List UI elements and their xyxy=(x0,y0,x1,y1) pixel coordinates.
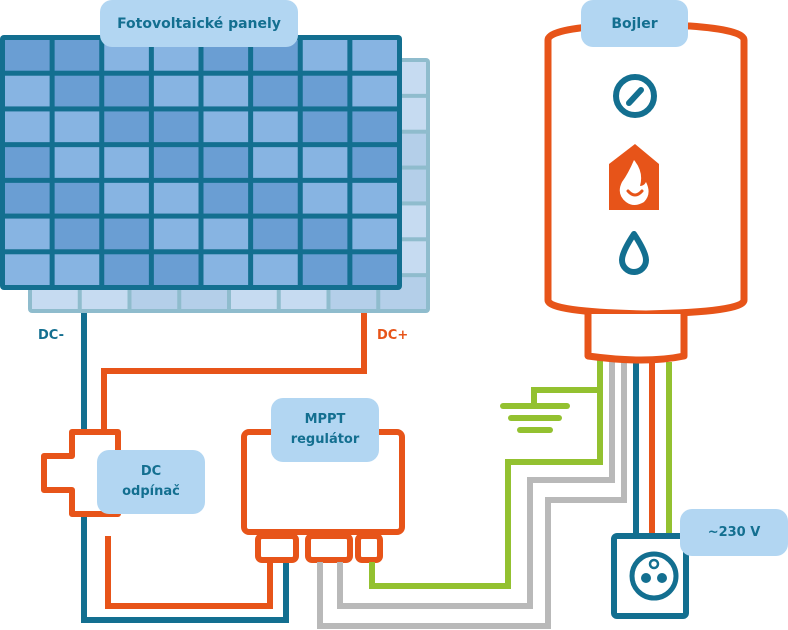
panel-cell xyxy=(352,75,397,107)
panel-cell xyxy=(153,182,199,214)
panel-cell xyxy=(54,111,100,143)
ground-symbol-icon xyxy=(500,403,570,433)
boiler-connector xyxy=(584,314,688,364)
dc-minus-label: DC- xyxy=(38,328,65,343)
earth-branch xyxy=(531,387,600,404)
gray-wire-inner xyxy=(337,360,615,609)
panel-cell xyxy=(54,182,100,214)
panel-cell xyxy=(253,111,298,143)
panel-cell xyxy=(302,218,348,250)
panel-cell xyxy=(54,218,100,250)
panel-cell xyxy=(352,254,397,285)
panel-cell xyxy=(104,182,149,214)
panel-cell xyxy=(203,182,249,214)
panel-cell xyxy=(203,218,249,250)
panel-cell xyxy=(104,75,149,107)
panel-cell xyxy=(352,218,397,250)
dc-switch-label-line2: odpínač xyxy=(122,484,180,499)
panel-cell xyxy=(153,254,199,285)
boiler-label: Bojler xyxy=(581,0,688,47)
panel-cell xyxy=(302,75,348,107)
panel-cell xyxy=(302,40,348,71)
mppt-port-2 xyxy=(305,533,353,563)
panel-cell xyxy=(302,111,348,143)
panel-cell xyxy=(54,147,100,178)
front-solar-panel xyxy=(0,35,402,290)
flame-house-icon xyxy=(609,144,659,210)
mppt-label-line2: regulátor xyxy=(290,432,360,447)
earth-wire-mppt xyxy=(369,360,603,589)
panel-cell xyxy=(253,218,298,250)
panel-cell xyxy=(253,75,298,107)
panel-cell xyxy=(104,254,149,285)
panel-cell xyxy=(54,75,100,107)
panel-cell xyxy=(253,147,298,178)
panel-cell xyxy=(5,111,50,143)
panel-cell xyxy=(5,182,50,214)
panel-cell xyxy=(302,182,348,214)
panel-cell xyxy=(352,182,397,214)
panel-cell xyxy=(5,40,50,71)
panel-cell xyxy=(54,40,100,71)
power-socket-icon xyxy=(629,551,679,601)
panel-cell xyxy=(5,75,50,107)
mppt-label: MPPT regulátor xyxy=(271,398,379,462)
panels-label: Fotovoltaické panely xyxy=(100,0,298,47)
panel-cell xyxy=(104,147,149,178)
panel-cell xyxy=(153,147,199,178)
gray-wire-outer xyxy=(317,360,627,629)
dc-switch-label: DC odpínač xyxy=(97,450,205,514)
voltage-label: ~230 V xyxy=(680,509,788,556)
mppt-port-1 xyxy=(255,533,299,563)
panel-cell xyxy=(54,254,100,285)
water-drop-icon xyxy=(619,231,649,275)
mppt-port-3 xyxy=(355,533,383,563)
dc-positive-wire-to-mppt xyxy=(105,536,273,609)
panel-cell xyxy=(203,111,249,143)
panel-cell xyxy=(5,147,50,178)
dc-plus-label: DC+ xyxy=(377,328,409,343)
panel-cell xyxy=(153,75,199,107)
thermometer-gauge-icon xyxy=(613,74,657,118)
panel-cell xyxy=(302,147,348,178)
panel-cell xyxy=(203,254,249,285)
panel-cell xyxy=(352,147,397,178)
panel-cell xyxy=(153,218,199,250)
panel-cell xyxy=(352,40,397,71)
dc-positive-wire xyxy=(101,313,367,432)
panel-cell xyxy=(104,218,149,250)
panel-cell xyxy=(352,111,397,143)
panel-cell xyxy=(104,111,149,143)
panel-cell xyxy=(253,182,298,214)
panel-cell xyxy=(203,75,249,107)
dc-negative-wire xyxy=(81,313,289,623)
dc-switch-label-line1: DC xyxy=(140,464,162,479)
panel-cell xyxy=(153,111,199,143)
panel-cell xyxy=(203,147,249,178)
mppt-label-line1: MPPT xyxy=(304,412,346,427)
panel-cell xyxy=(5,254,50,285)
panel-cell xyxy=(5,218,50,250)
panel-cell xyxy=(253,254,298,285)
panel-cell xyxy=(302,254,348,285)
